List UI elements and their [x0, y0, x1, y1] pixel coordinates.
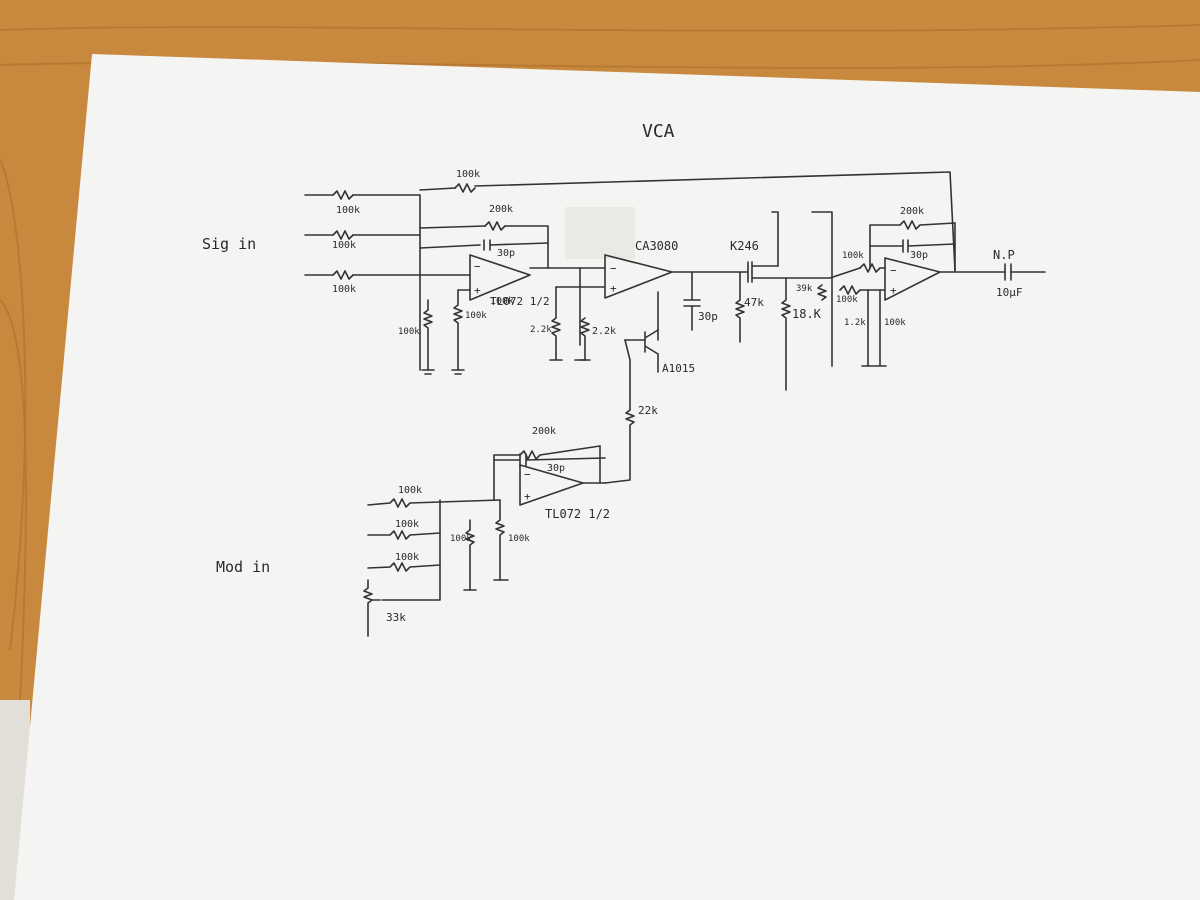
label-mod-in: Mod in — [216, 558, 270, 576]
output-label: N.P — [993, 248, 1015, 262]
svg-text:+: + — [610, 282, 617, 295]
mod-pot-label: 33k — [386, 611, 406, 624]
sig-r-bias2-label: 2.2k — [592, 326, 616, 337]
sig-input-wiring — [304, 171, 956, 375]
mod-r-gnd2-label: 100k — [508, 534, 530, 544]
sig-r-bias1-label: 2.2k — [530, 325, 552, 335]
mod-r-in2-label: 100k — [395, 519, 419, 530]
sig-r-gnd2-value: 100k — [465, 311, 487, 321]
opamp-tl072-b: − + — [519, 464, 606, 506]
sig-r-top-value: 100k — [456, 169, 480, 180]
vca-r39k-label: 39k — [796, 284, 813, 294]
vca-transistor-label: A1015 — [662, 362, 695, 375]
out-r-gnd2-label: 100k — [884, 318, 906, 328]
out-r-in-label: 100k — [842, 251, 864, 261]
ca3080-chip: − + — [604, 254, 673, 299]
vca-cap-label: 30p — [698, 310, 718, 323]
opamp-output: − + — [884, 257, 941, 301]
svg-text:−: − — [524, 468, 531, 481]
svg-text:−: − — [610, 262, 617, 275]
mod-r-gnd1-label: 100k — [450, 534, 472, 544]
out-r-1k-label: 1.2k — [844, 318, 866, 328]
out-r-fb-label: 200k — [900, 206, 924, 217]
out-r-gnd-label: 100k — [836, 295, 858, 305]
vca-r47k-label: 47k — [744, 296, 764, 309]
opamp-tl072-a: − + — [469, 254, 606, 301]
mod-c-fb-label: 30p — [547, 463, 565, 474]
label-sig-in: Sig in — [202, 235, 256, 253]
svg-text:−: − — [890, 264, 897, 277]
sig-r-in2-value: 100k — [332, 240, 356, 251]
title-vca: VCA — [642, 121, 675, 142]
vca-r18k-label: 18.K — [792, 307, 822, 321]
mod-r-in3-label: 100k — [395, 552, 419, 563]
mod-r-in1-label: 100k — [398, 485, 422, 496]
paper-sheet — [14, 54, 1200, 900]
sig-r-in1-value: 100k — [336, 205, 360, 216]
vca-r-bias-label: 22k — [638, 404, 658, 417]
vca-wiring — [549, 211, 861, 484]
sig-r-gnd1-value: 100k — [398, 327, 420, 337]
svg-text:+: + — [474, 284, 481, 297]
mod-r-fb-label: 200k — [532, 426, 556, 437]
output-cap-label: 10μF — [996, 286, 1023, 299]
vca-ic-label: CA3080 — [635, 239, 678, 253]
sig-r-in1-label: 100k — [490, 296, 514, 307]
output-wiring — [839, 220, 1046, 367]
sig-opamp-label: TL072 1/2 — [490, 295, 550, 308]
sig-r-in3-value: 100k — [332, 284, 356, 295]
vca-jfet-label: K246 — [730, 239, 759, 253]
tape-piece — [565, 207, 635, 259]
mod-opamp-label: TL072 1/2 — [545, 507, 610, 521]
sig-c-fb-value: 30p — [497, 248, 515, 259]
sig-r-fb-value: 200k — [489, 204, 513, 215]
mod-input-wiring — [363, 445, 606, 637]
out-c-fb-label: 30p — [910, 250, 928, 261]
svg-text:+: + — [890, 284, 897, 297]
svg-text:−: − — [474, 260, 481, 273]
svg-text:+: + — [524, 490, 531, 503]
